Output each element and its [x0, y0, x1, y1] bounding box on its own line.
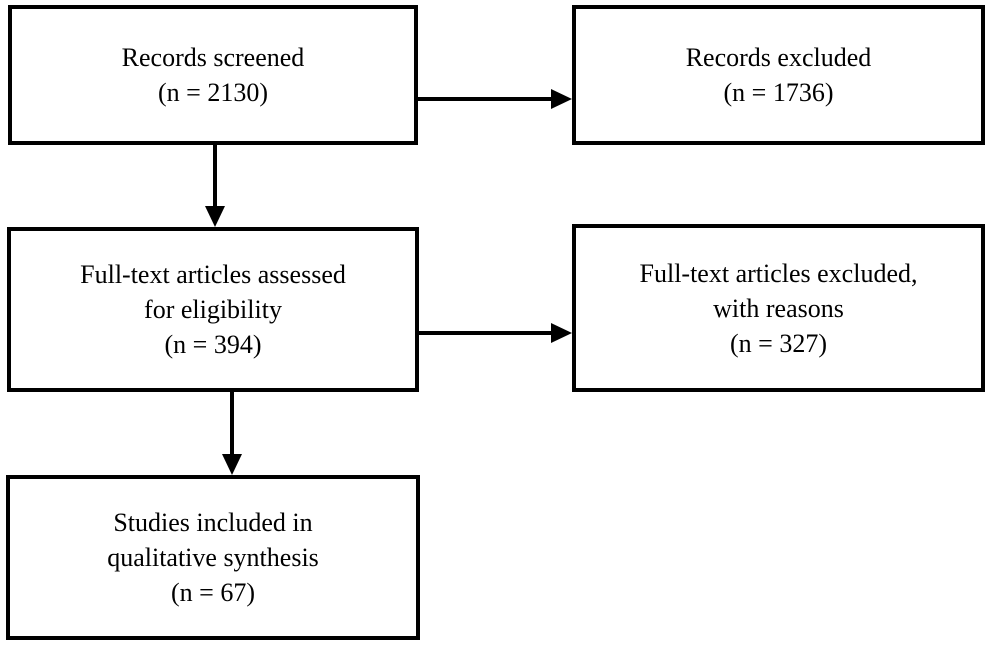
flow-box-text: Records screened (n = 2130): [121, 43, 305, 107]
arrow-head: [551, 89, 572, 109]
arrow-assessed-to-included: [222, 392, 242, 475]
flow-box-text: Full-text articles assessed for eligibil…: [80, 260, 346, 359]
flow-box-text: Studies included in qualitative synthesi…: [107, 508, 319, 607]
flow-box-fulltext-assessed: Full-text articles assessed for eligibil…: [7, 227, 419, 392]
flow-box-records-excluded: Records excluded (n = 1736): [572, 5, 985, 145]
flow-box-text: Full-text articles excluded, with reason…: [639, 258, 918, 358]
arrow-assessed-to-excluded: [419, 323, 572, 343]
arrow-head: [222, 454, 242, 475]
arrow-head: [205, 206, 225, 227]
arrow-screened-to-assessed: [205, 145, 225, 227]
flow-box-studies-included: Studies included in qualitative synthesi…: [6, 475, 420, 640]
arrow-screened-to-excluded: [418, 89, 572, 109]
flow-box-fulltext-excluded: Full-text articles excluded, with reason…: [572, 224, 985, 392]
arrow-head: [551, 323, 572, 343]
flow-box-records-screened: Records screened (n = 2130): [8, 5, 418, 145]
flow-box-text: Records excluded (n = 1736): [685, 43, 872, 107]
